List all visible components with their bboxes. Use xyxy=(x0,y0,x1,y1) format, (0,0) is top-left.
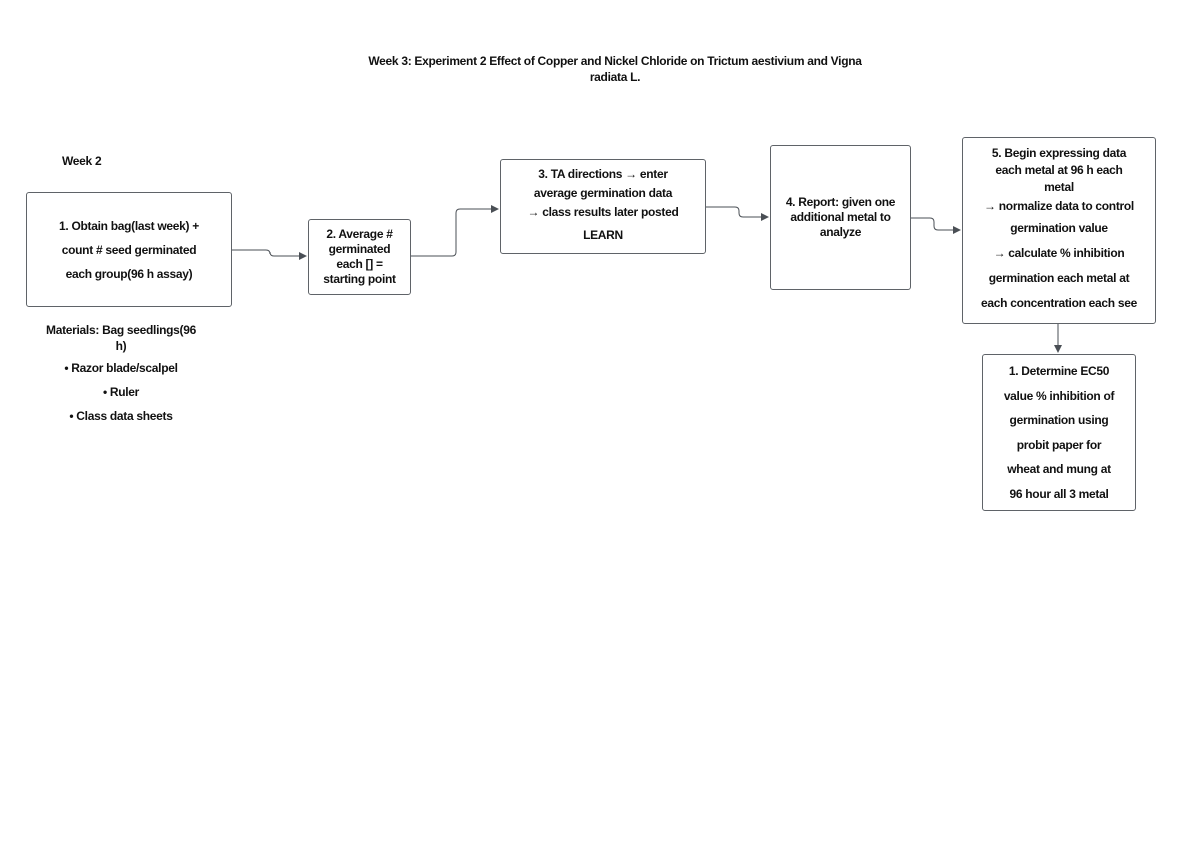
step6-line-6: 96 hour all 3 metal xyxy=(1009,486,1109,501)
connector-step4-step5 xyxy=(911,217,961,234)
connector-step2-step3 xyxy=(411,205,499,257)
step3-line-3: → class results later posted xyxy=(527,205,679,219)
step6-line-4: probit paper for xyxy=(1016,437,1102,452)
step4-box: 4. Report: given one additional metal to… xyxy=(770,145,911,290)
step4-line-2: additional metal to xyxy=(790,210,891,224)
connector-step3-step4 xyxy=(706,206,769,221)
week-label: Week 2 xyxy=(62,154,102,168)
step2-box: 2. Average # germinated each [] = starti… xyxy=(308,219,411,295)
step1-line-3: each group(96 h assay) xyxy=(65,266,193,281)
step3-box: 3. TA directions → enter average germina… xyxy=(500,159,706,254)
step2-line-1: 2. Average # xyxy=(326,227,393,241)
materials-item-data-sheets: • Class data sheets xyxy=(69,409,173,423)
step4-line-1: 4. Report: given one xyxy=(785,195,896,209)
materials-heading: Materials: xyxy=(46,323,100,337)
step5-line-7: germination each metal at xyxy=(988,271,1130,285)
materials-item-ruler: • Ruler xyxy=(102,385,140,399)
step2-line-3: each [] = xyxy=(336,257,383,271)
step6-line-2: value % inhibition of xyxy=(1003,388,1115,403)
materials-heading-cont: h) xyxy=(115,339,127,353)
step6-line-5: wheat and mung at xyxy=(1007,462,1111,476)
step5-line-3: metal xyxy=(1044,180,1074,194)
step5-line-2: each metal at 96 h each xyxy=(995,163,1123,177)
step5-line-4: → normalize data to control xyxy=(984,199,1134,213)
step5-line-1: 5. Begin expressing data xyxy=(991,146,1127,160)
materials-list: Materials: Bag seedlings(96 h) • Razor b… xyxy=(26,322,216,428)
step6-line-1: 1. Determine EC50 xyxy=(1008,364,1110,378)
step5-line-6: → calculate % inhibition xyxy=(993,246,1125,260)
step5-line-5: germination value xyxy=(1010,221,1108,235)
step3-line-4: LEARN xyxy=(583,228,623,242)
title-line-1: Week 3: Experiment 2 Effect of Copper an… xyxy=(368,54,862,68)
step1-box: 1. Obtain bag(last week) + count # seed … xyxy=(26,192,232,307)
connector-step1-step2 xyxy=(232,249,307,260)
step5-box: 5. Begin expressing data each metal at 9… xyxy=(962,137,1156,324)
step6-box: 1. Determine EC50 value % inhibition of … xyxy=(982,354,1136,511)
step3-line-1: 3. TA directions → enter xyxy=(538,167,668,181)
step1-line-2: count # seed germinated xyxy=(61,242,197,257)
step2-line-4: starting point xyxy=(323,272,396,286)
materials-item-razor: • Razor blade/scalpel xyxy=(64,361,178,375)
title-line-2: radiata L. xyxy=(589,70,641,84)
materials-heading-rest: Bag seedlings(96 xyxy=(102,323,196,337)
step5-line-8: each concentration each see xyxy=(981,296,1137,310)
step2-line-2: germinated xyxy=(328,242,391,256)
step6-line-3: germination using xyxy=(1009,413,1109,427)
diagram-title: Week 3: Experiment 2 Effect of Copper an… xyxy=(330,53,900,85)
step4-line-3: analyze xyxy=(819,225,862,239)
materials-heading-line: Materials: Bag seedlings(96 xyxy=(26,322,216,338)
step1-line-1: 1. Obtain bag(last week) + xyxy=(59,218,199,233)
step3-line-2: average germination data xyxy=(533,186,673,200)
